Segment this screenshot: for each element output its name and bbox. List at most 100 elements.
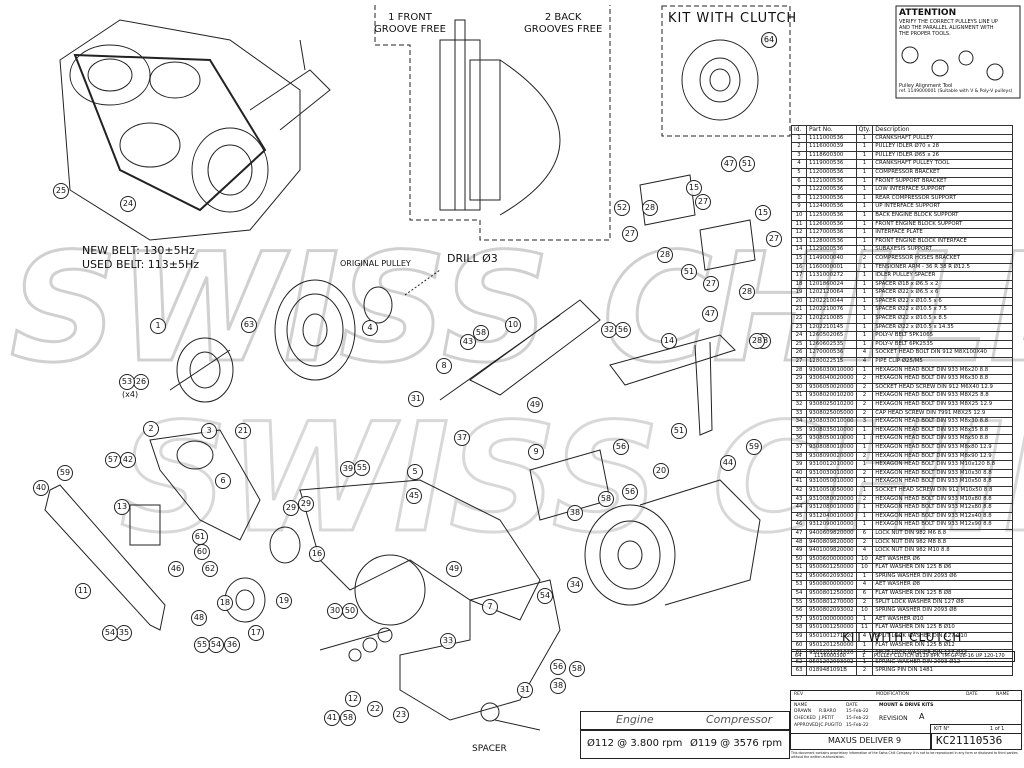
row-desc: HEXAGON HEAD BOLT DIN 933 M10x80 8.8	[872, 494, 1013, 505]
row-desc: SPLIT LOCK WASHER DIN 127 Ø8	[872, 597, 1013, 608]
row-qty: 2	[855, 374, 874, 384]
part-bubble: 31	[517, 682, 533, 698]
part-bubble: 55	[194, 637, 210, 653]
row-qty: 1	[855, 271, 874, 281]
part-bubble: 56	[622, 484, 638, 500]
row-desc: FRONT ENGINE BLOCK SUPPORT	[872, 219, 1013, 230]
kit-footer-row: 64 1116000300 1 PULLEY CLUTCH Ø119 8PK T…	[791, 651, 1015, 662]
row-desc: PULLEY IDLER Ø65 x 26	[872, 150, 1013, 161]
part-bubble: 59	[746, 439, 762, 455]
part-bubble: 51	[739, 156, 755, 172]
original-pulley	[274, 279, 356, 381]
part-bubble: 52	[614, 200, 630, 216]
col-id-header: Id.	[791, 125, 807, 135]
attention-text-1: VERIFY THE CORRECT PULLEYS LINE UP	[899, 19, 998, 25]
row-qty: 1	[855, 339, 874, 350]
part-bubble: 19	[276, 593, 292, 609]
row-desc: CRANKSHAFT PULLEY	[872, 133, 1013, 144]
row-id: 32	[791, 400, 807, 410]
part-bubble: 38	[567, 505, 583, 521]
row-id: 3	[791, 150, 807, 161]
row-partno: 9500801270000	[806, 597, 857, 608]
front-groove-label: 1 FRONT GROOVE FREE	[374, 12, 446, 35]
row-partno: 9401009820000	[806, 546, 857, 556]
row-id: 42	[791, 485, 807, 496]
row-desc: POLY-V BELT 6PK2535	[872, 339, 1013, 350]
engine-compressor-values	[580, 729, 790, 759]
x4-label: (x4)	[122, 390, 139, 399]
row-qty: 10	[855, 606, 874, 616]
row-qty: 1	[855, 331, 874, 341]
part-bubble: 28	[642, 200, 658, 216]
row-partno: 1201860024	[806, 279, 857, 290]
row-id: 35	[791, 425, 807, 436]
compressor-value: Ø119 @ 3576 rpm	[690, 738, 783, 749]
row-id: 63	[791, 666, 807, 676]
date-col-label: DATE	[966, 692, 978, 697]
col-desc-header: Description	[872, 125, 1013, 135]
attention-text-2: AND THE PARALLEL ALIGNMENT WITH	[899, 25, 994, 31]
row-qty: 1	[855, 228, 874, 238]
row-desc: BACK ENGINE BLOCK SUPPORT	[872, 210, 1013, 221]
attention-tool: Pulley Alignment Tool	[899, 83, 953, 89]
row-desc: TENSIONER ARM - 36 R 38 R Ø12.5	[872, 262, 1013, 273]
row-desc: IDLER PULLEY SPACER	[872, 271, 1013, 281]
col-partno-header: Part No.	[806, 125, 857, 135]
row-partno: 1128000536	[806, 236, 857, 247]
part-bubble: 27	[622, 226, 638, 242]
row-partno: 9500802093002	[806, 606, 857, 616]
row-qty: 1	[855, 314, 874, 324]
row-desc: SPRING PIN DIN 1481	[872, 666, 1013, 676]
engine-value: Ø112 @ 3.800 rpm	[587, 738, 683, 749]
row-id: 26	[791, 348, 807, 359]
part-bubble: 63	[241, 317, 257, 333]
name-col-label-2: NAME	[996, 692, 1010, 697]
row-qty: 1	[855, 614, 874, 625]
part-bubble: 28	[749, 333, 765, 349]
attention-box	[895, 5, 1021, 99]
row-qty: 1	[855, 520, 874, 530]
row-qty: 1	[855, 571, 874, 582]
part-bubble: 41	[324, 710, 340, 726]
checked-date: 15-Feb-22	[846, 716, 869, 721]
row-partno: 0189481091B	[806, 666, 857, 676]
checked-name: J.PETIT	[819, 716, 835, 721]
row-id: 13	[791, 236, 807, 247]
row-desc: SPRING WASHER DIN 2093 Ø8	[872, 606, 1013, 616]
row-desc: HEXAGON HEAD BOLT DIN 933 M8X25 8.8	[872, 391, 1013, 401]
part-bubble: 38	[550, 678, 566, 694]
row-desc: HEXAGON HEAD BOLT DIN 933 M10x120 8.8	[872, 460, 1013, 470]
row-desc: SPACER Ø22 x Ø10.5 x 7.5	[872, 305, 1013, 316]
row-desc: AET WASHER Ø10	[872, 614, 1013, 625]
row-desc: SPACER Ø22 x Ø10.5 x 14.35	[872, 322, 1013, 333]
engine-assembly-view	[59, 19, 331, 241]
row-partno: 1260502065	[806, 331, 857, 341]
part-bubble: 59	[57, 465, 73, 481]
row-desc: POLY-V BELT 5PK1065	[872, 331, 1013, 341]
row-qty: 2	[855, 400, 874, 410]
row-id: 47	[791, 528, 807, 539]
row-partno: 9308030010000	[806, 417, 857, 427]
row-desc: AET WASHER Ø8	[872, 580, 1013, 591]
col-qty-header: Qty.	[855, 125, 874, 135]
row-qty: 10	[855, 563, 874, 573]
row-id: 22	[791, 314, 807, 324]
row-desc: LOCK NUT DIN 982 M6 8.8	[872, 528, 1013, 539]
row-partno: 1119000536	[806, 159, 857, 169]
row-partno: 1202120064	[806, 288, 857, 298]
approved-name: JC.PUGITO	[819, 723, 843, 728]
